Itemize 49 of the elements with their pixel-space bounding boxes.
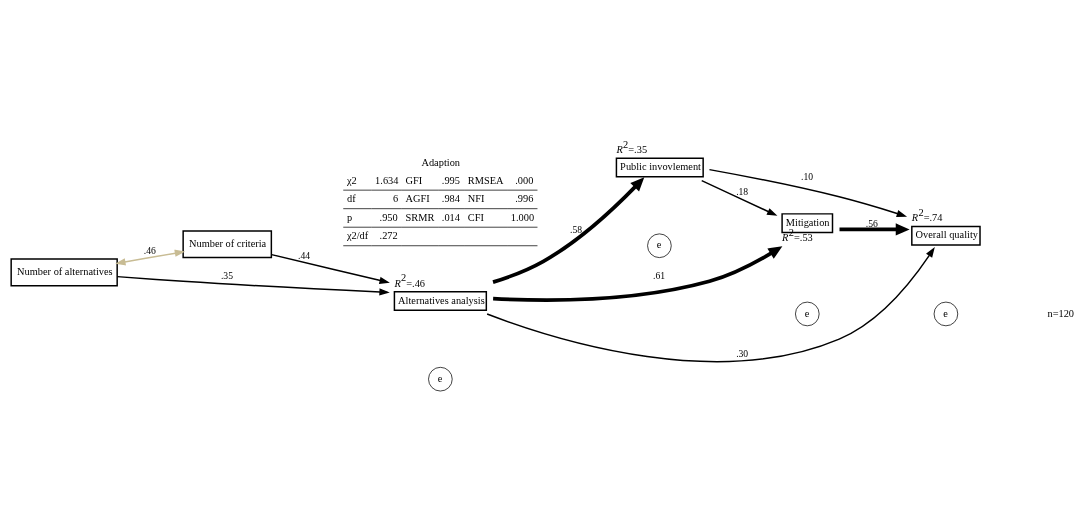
arrow (708, 168, 908, 217)
node-circle: e (795, 301, 820, 326)
edge-label: .10 (801, 170, 814, 182)
label: .984 (441, 192, 460, 204)
arrow (839, 222, 910, 235)
label: 6 (392, 192, 399, 204)
label: p (346, 211, 353, 223)
label: NFI (467, 192, 485, 204)
label: .995 (441, 174, 460, 186)
arrow (486, 246, 935, 362)
node-box: Number of alternatives (10, 257, 118, 286)
label: 1.000 (510, 211, 535, 223)
edge-label: .35 (220, 269, 233, 281)
node-circle: e (933, 301, 959, 326)
label: SRMR (405, 211, 435, 223)
node-box: Alternatives analysis (393, 290, 488, 311)
arrow (493, 245, 783, 302)
node-circle: e (428, 366, 453, 391)
edge-label: .61 (653, 269, 666, 281)
arrow (270, 253, 390, 284)
label: χ2 (346, 174, 357, 186)
label: n=120 (1047, 307, 1075, 319)
label: χ2/df (346, 229, 369, 241)
label: AGFI (405, 192, 430, 204)
arrow (115, 249, 186, 265)
label: Adaption (421, 156, 461, 168)
arrow (116, 275, 390, 296)
node-circle: e (647, 233, 672, 258)
label: 1.634 (375, 174, 399, 186)
node-box: Public invovlement (615, 157, 704, 178)
edge-label: .30 (736, 347, 749, 359)
arrow (492, 176, 645, 284)
edge-label: .56 (865, 217, 878, 229)
label: GFI (405, 174, 423, 186)
label: RMSEA (467, 174, 504, 186)
arrow (701, 179, 778, 216)
label: CFI (467, 211, 484, 223)
label: .272 (379, 229, 398, 241)
label: df (346, 192, 356, 204)
node-box: Overall quality (911, 225, 981, 246)
node-box: Number of criteria (182, 229, 273, 258)
label: .000 (515, 174, 534, 186)
edge-label: .44 (298, 249, 311, 261)
edge-label: .18 (736, 185, 749, 197)
edge-label: .46 (143, 244, 156, 256)
edge-label: .58 (570, 223, 583, 235)
label: .950 (379, 211, 398, 223)
label: .014 (441, 211, 460, 223)
label: .996 (515, 192, 534, 204)
